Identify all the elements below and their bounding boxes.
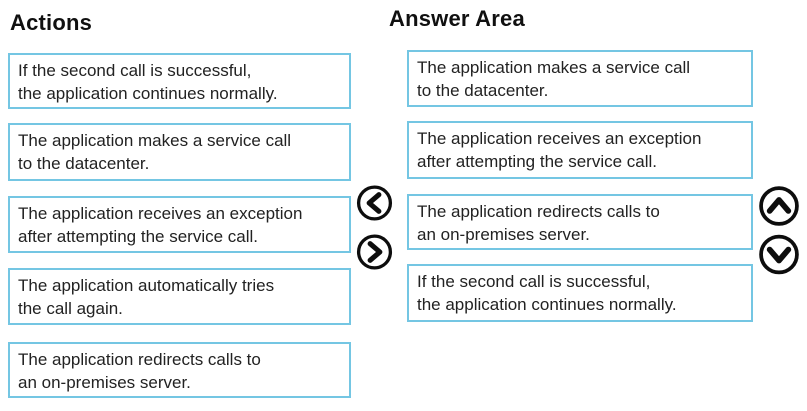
answer-card-text: The application receives an exception: [417, 129, 702, 148]
answer-card-text: The application makes a service call: [417, 58, 691, 77]
answer-card-text: the application continues normally.: [417, 295, 677, 314]
chevron-down-icon: [757, 234, 801, 280]
move-left-button[interactable]: [355, 183, 394, 223]
action-card-text: the application continues normally.: [18, 84, 278, 103]
action-card-text: The application makes a service call: [18, 131, 292, 150]
action-card[interactable]: The application receives an exception af…: [8, 196, 351, 253]
move-down-button[interactable]: [757, 232, 801, 277]
action-card-text: The application automatically tries: [18, 276, 275, 295]
move-up-button[interactable]: [757, 184, 801, 228]
action-card-text: after attempting the service call.: [18, 227, 259, 246]
answer-card-text: after attempting the service call.: [417, 152, 658, 171]
chevron-up-icon: [757, 186, 801, 231]
answer-card[interactable]: If the second call is successful, the ap…: [407, 264, 753, 322]
action-card[interactable]: The application redirects calls to an on…: [8, 342, 351, 398]
action-card[interactable]: If the second call is successful, the ap…: [8, 53, 351, 109]
answer-card-text: The application redirects calls to: [417, 202, 660, 221]
chevron-left-icon: [355, 185, 394, 226]
action-card[interactable]: The application automatically tries the …: [8, 268, 351, 325]
answer-card[interactable]: The application makes a service call to …: [407, 50, 753, 107]
answer-card-text: If the second call is successful,: [417, 272, 651, 291]
answer-card-text: to the datacenter.: [417, 81, 549, 100]
action-card-text: The application redirects calls to: [18, 350, 261, 369]
actions-panel-title: Actions: [10, 10, 93, 35]
action-card-text: If the second call is successful,: [18, 61, 252, 80]
answer-card[interactable]: The application receives an exception af…: [407, 121, 753, 179]
action-card-text: The application receives an exception: [18, 204, 303, 223]
answer-card-text: an on-premises server.: [417, 225, 590, 244]
answer-area-title: Answer Area: [389, 6, 525, 31]
action-card-text: the call again.: [18, 299, 123, 318]
action-card-text: to the datacenter.: [18, 154, 150, 173]
move-right-button[interactable]: [355, 232, 394, 272]
chevron-right-icon: [355, 234, 394, 275]
action-card[interactable]: The application makes a service call to …: [8, 123, 351, 181]
action-card-text: an on-premises server.: [18, 373, 191, 392]
answer-card[interactable]: The application redirects calls to an on…: [407, 194, 753, 250]
